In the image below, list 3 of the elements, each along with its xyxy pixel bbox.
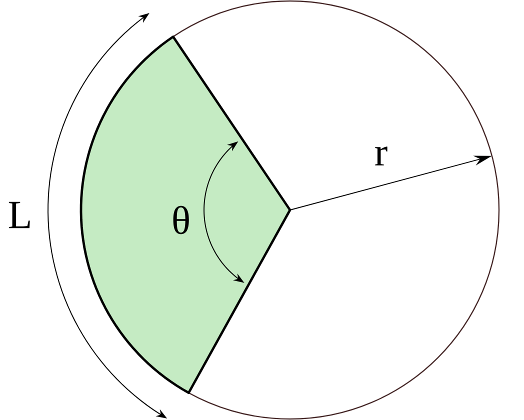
dimension-label: r	[375, 146, 388, 166]
dimension-label: θ	[173, 206, 189, 234]
dimension-label: L	[8, 202, 30, 228]
